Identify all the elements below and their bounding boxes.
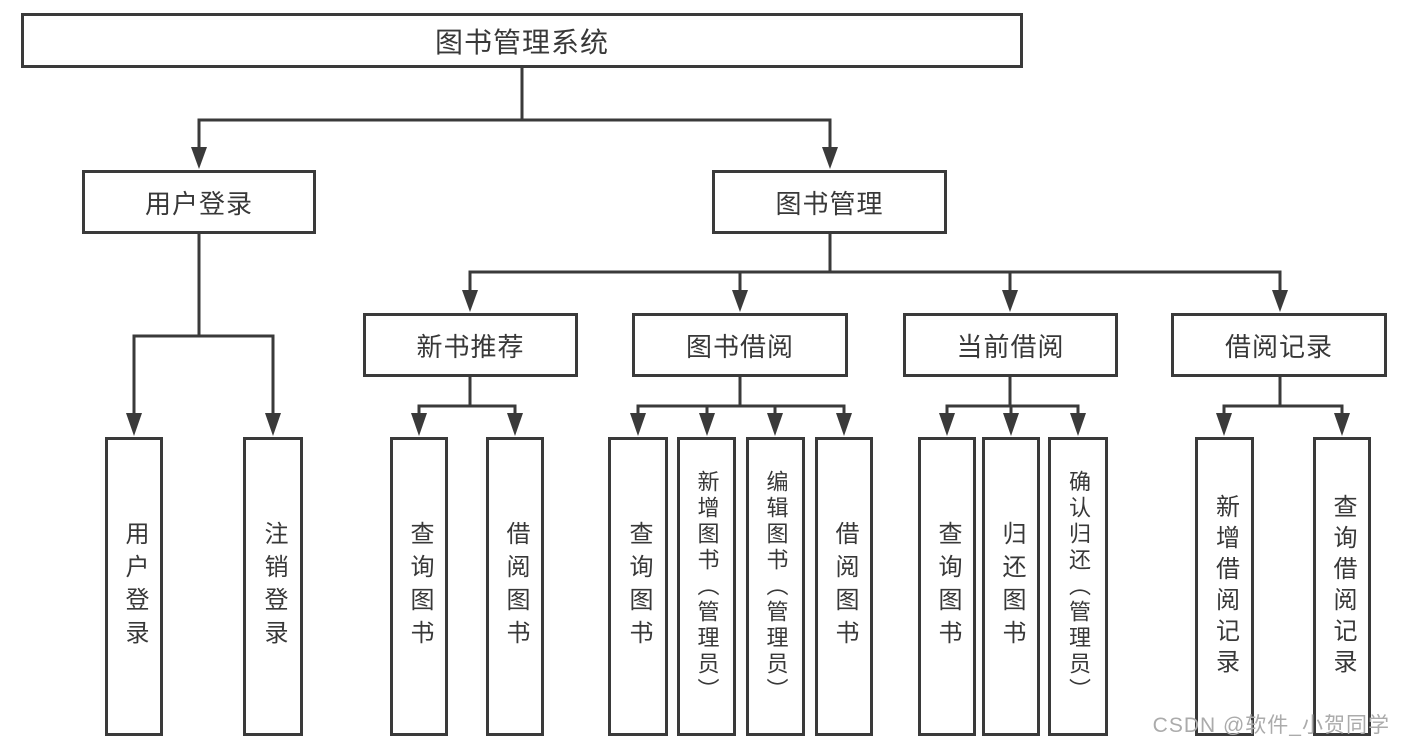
leaf-return-books: 归还图书	[982, 437, 1040, 736]
leaf-borrow-books-recommend: 借阅图书	[486, 437, 544, 736]
connector-book-borrow-children	[630, 377, 852, 436]
leaf-query-books-current: 查询图书	[918, 437, 976, 736]
node-book-borrow: 图书借阅	[632, 313, 848, 377]
connector-current-borrow-children	[939, 377, 1086, 436]
leaf-confirm-return-admin: 确认归还（管理员）	[1048, 437, 1108, 736]
node-user-login: 用户登录	[82, 170, 316, 234]
node-borrow-record: 借阅记录	[1171, 313, 1387, 377]
node-label: 新增图书（管理员）	[694, 469, 720, 704]
leaf-user-login: 用户登录	[105, 437, 163, 736]
connector-book-management-to-level3	[462, 234, 1288, 312]
node-label: 借阅记录	[1224, 331, 1333, 362]
connector-root-to-level2	[191, 68, 838, 169]
leaf-add-books-admin: 新增图书（管理员）	[677, 437, 736, 736]
connector-new-book-children	[411, 377, 523, 436]
node-label: 查询图书	[934, 520, 961, 653]
node-current-borrow: 当前借阅	[903, 313, 1118, 377]
node-label: 用户登录	[121, 520, 148, 653]
connector-user-login-children	[126, 234, 281, 436]
leaf-logout: 注销登录	[243, 437, 303, 736]
leaf-add-borrow-record: 新增借阅记录	[1195, 437, 1254, 736]
node-label: 查询图书	[406, 520, 433, 653]
node-label: 新增借阅记录	[1211, 493, 1239, 680]
leaf-borrow-books: 借阅图书	[815, 437, 873, 736]
node-label: 新书推荐	[416, 331, 525, 362]
node-label: 借阅图书	[502, 520, 529, 653]
leaf-query-books-recommend: 查询图书	[390, 437, 448, 736]
node-label: 当前借阅	[956, 331, 1065, 362]
node-label: 用户登录	[144, 188, 253, 219]
node-library-management-system: 图书管理系统	[21, 13, 1023, 68]
node-label: 注销登录	[260, 520, 287, 653]
node-label: 借阅图书	[831, 520, 858, 653]
leaf-query-books-borrow: 查询图书	[608, 437, 668, 736]
leaf-query-borrow-record: 查询借阅记录	[1313, 437, 1371, 736]
node-label: 归还图书	[998, 520, 1025, 653]
leaf-edit-books-admin: 编辑图书（管理员）	[746, 437, 805, 736]
node-book-management: 图书管理	[712, 170, 947, 234]
node-label: 图书管理系统	[434, 26, 609, 58]
node-label: 图书管理	[775, 188, 884, 219]
node-label: 确认归还（管理员）	[1066, 469, 1091, 704]
node-label: 图书借阅	[685, 331, 794, 362]
watermark: CSDN @软件_小贺同学	[1152, 714, 1390, 737]
node-label: 编辑图书（管理员）	[763, 469, 789, 704]
node-label: 查询图书	[625, 520, 652, 653]
node-new-book-recommend: 新书推荐	[363, 313, 578, 377]
connector-borrow-record-children	[1216, 377, 1350, 436]
node-label: 查询借阅记录	[1329, 493, 1356, 680]
